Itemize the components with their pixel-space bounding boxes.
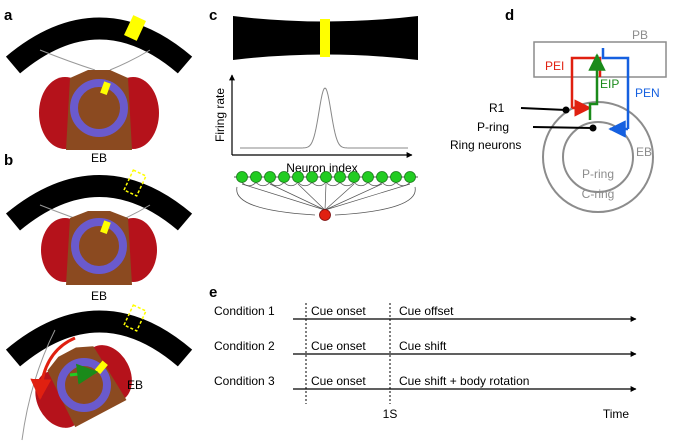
eb-label-d: EB — [636, 145, 652, 159]
panel-b: b EB EB — [4, 152, 193, 441]
excitatory-neuron — [376, 171, 388, 183]
eb-ring — [70, 79, 128, 137]
p-ring-circle — [562, 121, 634, 193]
body-rotation-arrow — [30, 336, 76, 401]
p-ring-pointer — [532, 126, 593, 129]
pb-label: PB — [632, 28, 648, 42]
eb-bump-top — [100, 220, 111, 235]
excitatory-neuron — [292, 171, 304, 183]
activity-bump-curve — [240, 87, 408, 149]
pen-path — [601, 48, 630, 129]
excitatory-neuron — [250, 171, 262, 183]
excitatory-neuron — [404, 171, 416, 183]
panel-e: e Condition 1 Cue onset Cue offset Condi… — [209, 284, 637, 421]
condition-1-row: Condition 1 Cue onset Cue offset — [214, 304, 637, 322]
condition-2-phase2: Cue shift — [399, 339, 447, 353]
r1-dot — [562, 106, 570, 114]
excitatory-link — [269, 182, 285, 187]
panel-label-b: b — [4, 152, 13, 169]
eip-path — [588, 53, 606, 120]
visual-cue-bar — [124, 15, 146, 41]
eb-ring-bottom — [57, 358, 111, 412]
excitatory-link — [325, 182, 341, 187]
visual-arena-arc-bottom — [5, 310, 193, 367]
excitatory-neuron — [264, 171, 276, 183]
excitatory-neuron — [320, 171, 332, 183]
eb-shift-arrow — [69, 363, 99, 385]
cue-ghost-top — [123, 169, 147, 197]
visual-arena-arc — [5, 17, 193, 74]
excitatory-neuron — [278, 171, 290, 183]
excitatory-link — [395, 182, 411, 187]
p-ring-dot — [589, 124, 597, 132]
eb-bump — [100, 81, 111, 96]
feedback-left — [236, 186, 316, 216]
condition-3-phase1: Cue onset — [311, 374, 366, 388]
condition-3-phase2: Cue shift + body rotation — [399, 374, 529, 388]
excitatory-neuron — [236, 171, 248, 183]
cue-strip — [320, 19, 330, 57]
condition-3-row: Condition 3 Cue onset Cue shift + body r… — [214, 374, 637, 392]
panel-label-e: e — [209, 284, 217, 301]
inhibitory-link — [324, 183, 411, 211]
excitatory-neuron — [348, 171, 360, 183]
panel-label-d: d — [505, 7, 514, 24]
excitatory-neuron — [390, 171, 402, 183]
inhibitory-link — [241, 183, 326, 211]
visual-arena-arc-top — [5, 175, 193, 231]
p-ring-inner-label: P-ring — [582, 167, 614, 181]
excitatory-link — [297, 182, 313, 187]
excitatory-link — [255, 182, 271, 187]
condition-2-name: Condition 2 — [214, 339, 275, 353]
condition-2-row: Condition 2 Cue onset Cue shift — [214, 339, 637, 357]
excitatory-neuron — [306, 171, 318, 183]
panel-label-c: c — [209, 7, 217, 24]
pei-label: PEI — [545, 59, 564, 73]
y-axis-label: Firing rate — [213, 88, 227, 142]
excitatory-link — [367, 182, 383, 187]
excitatory-link — [339, 182, 355, 187]
tick-label-1s: 1S — [383, 407, 398, 421]
condition-1-name: Condition 1 — [214, 304, 275, 318]
inhibitory-link — [324, 183, 355, 211]
eb-bump-bottom — [94, 360, 108, 375]
eip-label: EIP — [600, 77, 619, 91]
r1-pointer — [520, 107, 567, 111]
eb-label-top: EB — [91, 289, 107, 303]
excitatory-neuron — [334, 171, 346, 183]
excitatory-link — [241, 182, 257, 187]
ring-neurons-label: Ring neurons — [450, 138, 521, 152]
eb-label-bottom: EB — [127, 378, 143, 392]
excitatory-neuron — [362, 171, 374, 183]
condition-1-phase1: Cue onset — [311, 304, 366, 318]
fly-antennae — [39, 49, 151, 71]
inhibitory-link — [324, 183, 383, 211]
condition-1-phase2: Cue offset — [399, 304, 454, 318]
condition-2-phase1: Cue onset — [311, 339, 366, 353]
inhibitory-neuron — [319, 209, 331, 221]
inhibitory-link — [297, 183, 326, 211]
panel-a: a EB — [4, 7, 193, 165]
pen-label: PEN — [635, 86, 660, 100]
excitatory-link — [311, 182, 327, 187]
inhibitory-link — [269, 183, 326, 211]
excitatory-link — [381, 182, 397, 187]
feedback-right — [334, 186, 416, 216]
excitatory-link — [283, 182, 299, 187]
inhibitory-link — [324, 183, 327, 211]
p-ring-label: P-ring — [477, 120, 509, 134]
time-label: Time — [603, 407, 630, 421]
eb-ring-top — [71, 218, 127, 274]
ring-attractor-network — [234, 171, 418, 221]
r1-label: R1 — [489, 101, 505, 115]
c-ring-label: C-ring — [582, 187, 615, 201]
eb-label: EB — [91, 151, 107, 165]
panel-d: d PB EB P-ring C-ring PEI EIP PEN R1 P-r… — [450, 7, 667, 213]
excitatory-link — [353, 182, 369, 187]
panel-label-a: a — [4, 7, 13, 24]
condition-3-name: Condition 3 — [214, 374, 275, 388]
panel-c: c Firing rate Neuron index — [209, 7, 418, 221]
